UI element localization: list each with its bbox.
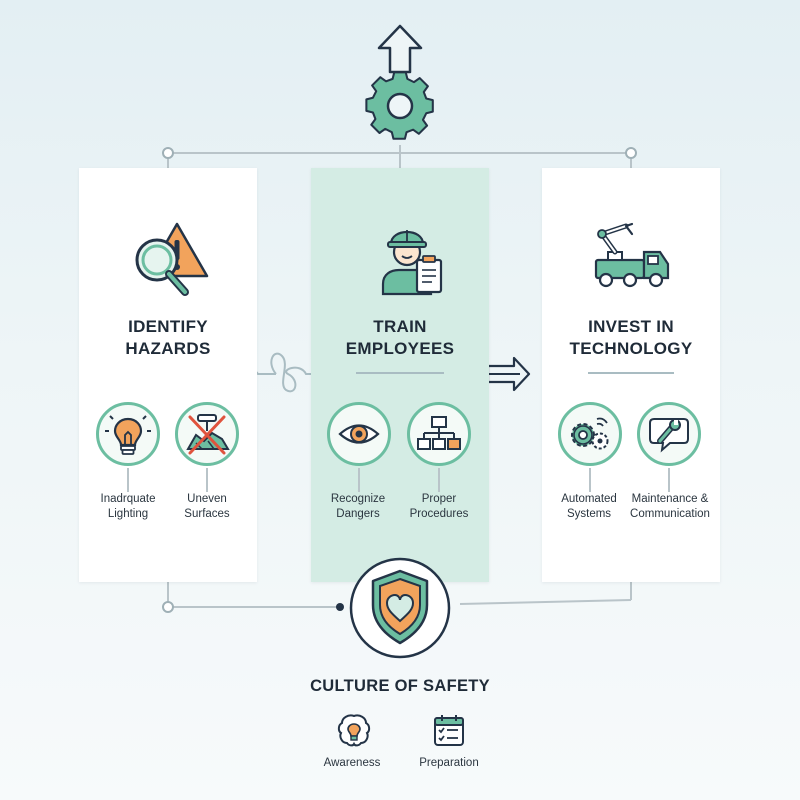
right-arrow-icon	[486, 356, 531, 392]
item-connector	[206, 468, 208, 492]
panel-title-line: INVEST IN	[588, 317, 674, 336]
checklist-calendar-icon	[434, 715, 464, 746]
item-label: Automated	[561, 493, 617, 505]
item-connector	[127, 468, 129, 492]
item-connector	[438, 468, 440, 492]
magnifier-warning-icon	[135, 222, 209, 296]
item-label: Uneven	[187, 493, 227, 505]
item-label: Maintenance &	[631, 493, 709, 505]
panel-title-line: HAZARDS	[125, 339, 211, 358]
item-label: Communication	[630, 508, 710, 520]
connector-node	[162, 147, 174, 159]
invest-technology-panel: INVEST IN TECHNOLOGY A	[542, 168, 720, 582]
item-label: Procedures	[409, 508, 469, 520]
item-label: Inadrquate	[100, 493, 156, 505]
worker-clipboard-icon	[381, 230, 443, 296]
knot-icon	[270, 352, 312, 393]
wrench-chat-icon	[649, 418, 689, 453]
item-label: Dangers	[336, 508, 380, 520]
item-label: Proper	[421, 493, 457, 505]
culture-of-safety-title: CULTURE OF SAFETY	[310, 677, 490, 695]
shield-heart-icon	[371, 569, 429, 645]
connector-node	[162, 601, 174, 613]
robot-arm-truck-icon	[594, 222, 670, 288]
up-arrow-icon	[377, 24, 423, 74]
connector-node	[336, 603, 344, 611]
shield-heart-badge	[349, 557, 451, 659]
item-connector	[668, 468, 670, 492]
panel-title-line: IDENTIFY	[128, 317, 208, 336]
gear-icon	[365, 71, 434, 140]
item-label: Recognize	[330, 493, 386, 505]
wrench-chat-circle	[637, 402, 701, 466]
lightbulb-circle	[96, 402, 160, 466]
uneven-surface-icon	[186, 414, 230, 455]
item-label: Lighting	[107, 508, 149, 520]
lightbulb-icon	[105, 415, 151, 455]
train-employees-panel: TRAIN EMPLOYEES Recognize Dangers Proper…	[311, 168, 489, 582]
preparation-label: Preparation	[419, 757, 479, 769]
uneven-surface-circle	[175, 402, 239, 466]
title-divider	[588, 372, 674, 374]
title-divider	[356, 372, 444, 374]
item-label: Surfaces	[184, 508, 230, 520]
panel-title-line: TECHNOLOGY	[569, 339, 693, 358]
awareness-label: Awareness	[323, 757, 381, 769]
connector-node	[625, 147, 637, 159]
eye-circle	[327, 402, 391, 466]
item-connector	[589, 468, 591, 492]
flowchart-icon	[417, 416, 461, 450]
flowchart-circle	[407, 402, 471, 466]
gears-icon	[571, 417, 609, 450]
item-connector	[358, 468, 360, 492]
brain-bulb-icon	[337, 714, 371, 747]
item-label: Systems	[566, 508, 612, 520]
panel-title-line: TRAIN	[373, 317, 427, 336]
identify-hazards-panel: IDENTIFY HAZARDS Inadrquate Lighting	[79, 168, 257, 582]
gears-circle	[558, 402, 622, 466]
eye-icon	[338, 424, 380, 444]
panel-title-line: EMPLOYEES	[345, 339, 455, 358]
